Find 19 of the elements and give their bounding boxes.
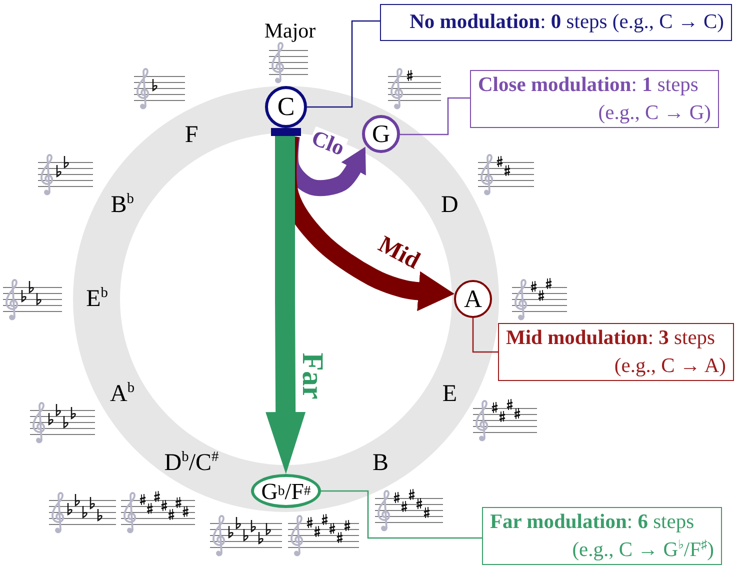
- mode-label: Major: [264, 20, 316, 42]
- leader-line: [321, 490, 482, 539]
- key-label: A$^{b}$: [110, 382, 135, 406]
- key-label: B: [372, 450, 388, 475]
- arrow: [266, 136, 306, 474]
- leader-line: [307, 20, 380, 108]
- key-label: D$^{b}$/C$^{#}$: [164, 450, 219, 475]
- key-label: B$^{b}$: [110, 192, 134, 216]
- callout-box: Mid modulation: 3 steps (e.g., C → A): [498, 323, 734, 381]
- callout-box: Far modulation: 6 steps (e.g., C → G$^{♭}$/F$^{♯}$): [482, 507, 722, 565]
- key-label: D: [441, 192, 458, 216]
- arrow-origin-bar: [271, 128, 301, 136]
- callout-box: No modulation: 0 steps (e.g., C → C): [380, 4, 732, 41]
- callout-box: Close modulation: 1 steps (e.g., C → G): [470, 70, 719, 128]
- key-label: E: [442, 382, 457, 406]
- key-label: F: [184, 123, 198, 148]
- key-label: E$^{b}$: [86, 287, 108, 311]
- leader-line: [400, 97, 470, 136]
- leader-line: [472, 318, 498, 353]
